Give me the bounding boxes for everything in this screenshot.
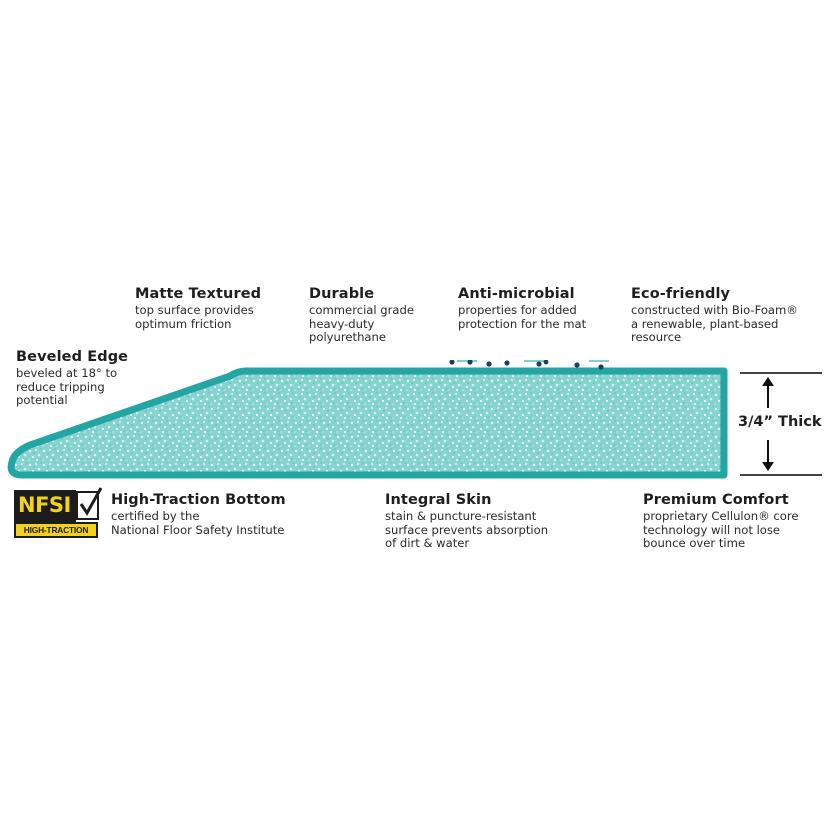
feature-title: High-Traction Bottom bbox=[111, 492, 286, 508]
feature-desc: beveled at 18° to reduce tripping potent… bbox=[16, 366, 118, 407]
thickness-indicator: 3/4” Thick bbox=[730, 370, 830, 476]
feature-desc: constructed with Bio-Foam® a renewable, … bbox=[631, 303, 798, 344]
arrow-up-icon bbox=[762, 377, 774, 408]
nfsi-badge-text: NFSI bbox=[18, 493, 71, 517]
feature-desc: properties for added protection for the … bbox=[458, 303, 587, 331]
feature-integral-skin: Integral Skin stain & puncture-resistant… bbox=[385, 492, 548, 551]
thickness-label: 3/4” Thick bbox=[738, 414, 822, 430]
anti-microbial-icon bbox=[449, 360, 609, 370]
feature-beveled-edge: Beveled Edge beveled at 18° to reduce tr… bbox=[16, 349, 128, 408]
feature-anti-microbial: Anti-microbial properties for added prot… bbox=[458, 286, 586, 331]
feature-title: Eco-friendly bbox=[631, 286, 731, 302]
thickness-bottom-line bbox=[740, 474, 822, 476]
nfsi-badge: NFSI HIGH-TRACTION bbox=[14, 487, 102, 538]
feature-title: Anti-microbial bbox=[458, 286, 575, 302]
feature-premium-comfort: Premium Comfort proprietary Cellulon® co… bbox=[643, 492, 798, 551]
feature-high-traction-bottom: High-Traction Bottom certified by the Na… bbox=[111, 492, 286, 537]
thickness-top-line bbox=[740, 372, 822, 374]
arrow-down-icon bbox=[762, 440, 774, 471]
nfsi-badge-top: NFSI bbox=[14, 490, 76, 522]
feature-desc: proprietary Cellulon® core technology wi… bbox=[643, 509, 799, 550]
feature-eco-friendly: Eco-friendly constructed with Bio-Foam® … bbox=[631, 286, 798, 345]
feature-title: Durable bbox=[309, 286, 375, 302]
feature-title: Beveled Edge bbox=[16, 349, 129, 365]
mat-body bbox=[7, 367, 728, 479]
checkmark-icon bbox=[76, 487, 102, 520]
feature-desc: top surface provides optimum friction bbox=[135, 303, 254, 331]
nfsi-badge-bottom: HIGH-TRACTION bbox=[14, 522, 98, 538]
feature-title: Premium Comfort bbox=[643, 492, 789, 508]
feature-desc: stain & puncture-resistant surface preve… bbox=[385, 509, 549, 550]
feature-title: Integral Skin bbox=[385, 492, 492, 508]
mat-cross-section-illustration bbox=[7, 360, 728, 479]
nfsi-badge-subtext: HIGH-TRACTION bbox=[16, 524, 96, 536]
feature-durable: Durable commercial grade heavy-duty poly… bbox=[309, 286, 414, 345]
feature-desc: commercial grade heavy-duty polyurethane bbox=[309, 303, 415, 344]
feature-desc: certified by the National Floor Safety I… bbox=[111, 509, 285, 537]
feature-title: Matte Textured bbox=[135, 286, 262, 302]
feature-matte-textured: Matte Textured top surface provides opti… bbox=[135, 286, 261, 331]
